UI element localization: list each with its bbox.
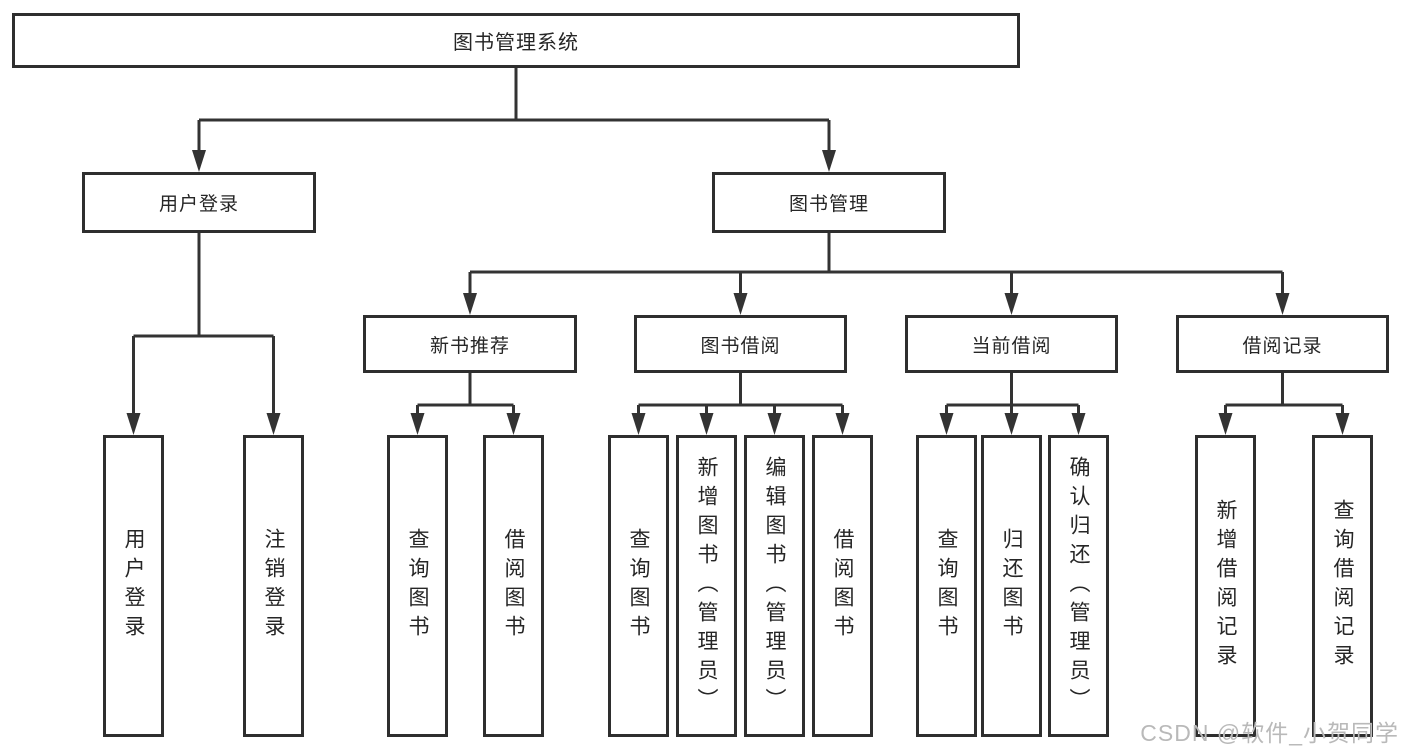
arrowhead: [1004, 293, 1019, 315]
edge-recommend-to-leaves: [416, 373, 515, 414]
edge-bookborrow-to-leaves: [637, 373, 844, 414]
leaf-return-books: 归还图书: [981, 435, 1042, 737]
leaf-edit-book-admin: 编辑图书（管理员）: [744, 435, 805, 737]
leaf-logout: 注销登录: [243, 435, 304, 737]
arrowhead: [192, 150, 206, 172]
node-user-login: 用户登录: [82, 172, 316, 233]
node-label: 归还图书: [1000, 528, 1023, 644]
edge-bookmgmt-to-level3: [468, 233, 1284, 294]
leaf-add-book-admin: 新增图书（管理员）: [676, 435, 737, 737]
node-label: 查询图书: [406, 528, 429, 644]
node-book-borrow: 图书借阅: [634, 315, 847, 373]
edge-currentborrow-to-leaves: [945, 373, 1080, 414]
leaf-search-books-recommend: 查询图书: [387, 435, 448, 737]
node-label: 编辑图书（管理员）: [763, 455, 786, 717]
arrowhead: [767, 413, 782, 435]
edge-root-to-level2: [197, 68, 831, 151]
node-label: 注销登录: [262, 528, 285, 644]
edge-records-to-leaves: [1224, 373, 1344, 414]
node-label: 借阅图书: [831, 528, 854, 644]
leaf-user-login: 用户登录: [103, 435, 164, 737]
node-label: 借阅记录: [1242, 335, 1323, 357]
leaf-borrow-books-recommend: 借阅图书: [483, 435, 544, 737]
edge-userlogin-to-leaves: [132, 233, 275, 414]
arrowhead: [699, 413, 714, 435]
leaf-search-books-borrow: 查询图书: [608, 435, 669, 737]
arrowhead: [266, 413, 281, 435]
node-label: 查询图书: [935, 528, 958, 644]
arrowhead: [631, 413, 646, 435]
arrowhead: [126, 413, 141, 435]
arrowhead: [463, 293, 477, 315]
arrowhead: [822, 150, 836, 172]
node-label: 新增图书（管理员）: [695, 455, 718, 717]
node-label: 借阅图书: [502, 528, 525, 644]
arrowhead: [1218, 413, 1233, 435]
arrowhead: [1004, 413, 1019, 435]
leaf-search-books-current: 查询图书: [916, 435, 977, 737]
arrowhead: [1335, 413, 1350, 435]
node-label: 确认归还（管理员）: [1067, 455, 1090, 717]
arrowhead: [733, 293, 748, 315]
node-label: 图书管理系统: [453, 32, 579, 54]
arrowhead: [939, 413, 954, 435]
leaf-confirm-return-admin: 确认归还（管理员）: [1048, 435, 1109, 737]
arrowhead: [1071, 413, 1086, 435]
node-label: 图书管理: [788, 194, 869, 215]
node-label: 查询图书: [627, 528, 650, 644]
leaf-add-borrow-record: 新增借阅记录: [1195, 435, 1256, 737]
node-book-management: 图书管理: [712, 172, 946, 233]
node-label: 新书推荐: [429, 335, 510, 357]
node-current-borrow: 当前借阅: [905, 315, 1118, 373]
arrowhead: [835, 413, 850, 435]
node-label: 用户登录: [158, 194, 239, 215]
arrowhead: [410, 413, 425, 435]
node-label: 图书借阅: [700, 335, 781, 357]
node-label: 当前借阅: [971, 335, 1052, 357]
node-label: 用户登录: [122, 528, 145, 644]
leaf-borrow-books-borrow: 借阅图书: [812, 435, 873, 737]
leaf-search-borrow-record: 查询借阅记录: [1312, 435, 1373, 737]
node-label: 新增借阅记录: [1214, 499, 1237, 673]
node-label: 查询借阅记录: [1331, 499, 1354, 673]
node-new-book-recommend: 新书推荐: [363, 315, 577, 373]
csdn-watermark: CSDN @软件_小贺同学: [1140, 720, 1399, 746]
arrowhead: [506, 413, 521, 435]
node-system-root: 图书管理系统: [12, 13, 1020, 68]
node-borrow-records: 借阅记录: [1176, 315, 1389, 373]
arrowhead: [1275, 293, 1290, 315]
